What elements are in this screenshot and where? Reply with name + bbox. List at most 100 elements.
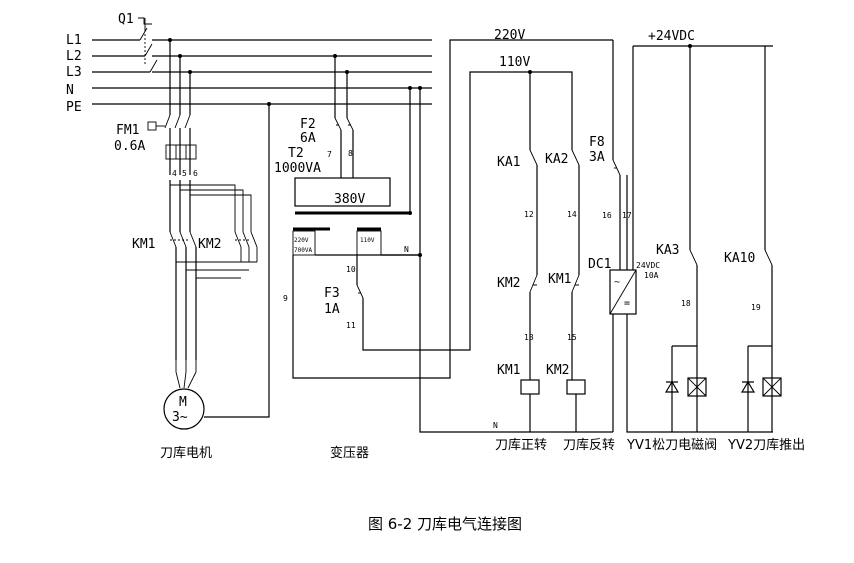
bus-label-l2: L2 [66,49,82,64]
fm1-label: FM1 [116,123,139,138]
yv1-solenoid-icon [687,377,707,397]
km2-interlock-label: KM2 [497,276,520,291]
km1-contacts [169,231,197,248]
motor-phase: 3~ [172,410,188,425]
km2-coil-icon [566,379,586,395]
motor-branch: FM1 0.6A 4 5 6 KM1 KM2 M 3~ 刀库电机 [114,38,271,461]
caption-fwd: 刀库正转 [495,437,547,453]
ka1-ka2-contacts [529,149,580,166]
caption-transformer: 变压器 [330,445,369,461]
power-buses: L1 L2 L3 N PE [66,33,432,115]
km1-interlock-label: KM1 [548,272,571,287]
term-19: 19 [751,303,761,312]
dc1-rating: 10A [644,271,659,280]
neutral-return-wire [419,88,613,433]
caption-yv1: YV1松刀电磁阀 [626,438,717,453]
q1-label: Q1 [118,12,134,27]
term-9: 9 [283,294,288,303]
q1-blades [139,18,158,73]
q1-switch: Q1 [118,12,158,73]
km2-label: KM2 [198,237,221,252]
f3-label: F3 [324,286,340,301]
f2-fuse-icon [334,117,354,131]
motor-pe-wire [204,104,270,418]
km1-coil-icon [520,379,540,395]
f3-rating: 1A [324,302,340,317]
dc-circuit: +24VDC KA3 KA10 18 19 YV1松刀电磁阀 YV2刀库推出 [626,29,805,453]
f8-fuse-icon [612,159,621,176]
term-15: 15 [567,333,577,342]
t2-label: T2 [288,146,304,161]
transformer-section: F2 6A 7 8 T2 1000VA 380V 220V 700VA 110V… [274,39,613,461]
term-10: 10 [346,265,356,274]
bus-input-wires [92,39,150,73]
yv2-diode-icon [740,380,756,393]
t2-primary-voltage: 380V [334,192,365,207]
control-circuit: 220V 110V KA1 KA2 12 14 KM2 KM1 13 15 KM… [493,28,773,453]
f8-label: F8 [589,135,605,150]
fm1-rating: 0.6A [114,139,145,154]
fm1-blades [164,114,191,129]
t2-rating: 1000VA [274,161,321,176]
term-12: 12 [524,210,534,219]
km2-contacts [234,231,258,248]
bus-l-wires [152,39,432,73]
term-18: 18 [681,299,691,308]
interlock-contacts [529,274,580,293]
dc1-converter-icon [609,269,637,315]
fm1-operator-icon [147,121,157,131]
t2-secondary-220: 220V [294,237,309,244]
bus-label-l1: L1 [66,33,82,48]
f2-rating: 6A [300,131,316,146]
fm1-term-6: 6 [193,169,198,178]
caption-rev: 刀库反转 [563,437,615,453]
reversing-wires [176,261,257,279]
f3-fuse-icon [356,284,364,299]
ka10-label: KA10 [724,251,755,266]
bus-label-l3: L3 [66,65,82,80]
bus-n-pe-wires [92,87,432,105]
term-16: 16 [602,211,612,220]
bus-label-n: N [66,83,74,98]
label-110v: 110V [499,55,530,70]
wire-220-circuit [292,39,613,379]
fm1-term-5: 5 [182,169,187,178]
q1-operator [138,17,152,25]
ka3-label: KA3 [656,243,679,258]
motor-symbol: M [179,395,187,410]
dc1-label: DC1 [588,257,611,272]
svg-text:~: ~ [614,277,620,288]
wire-110-circuit [362,71,530,351]
ka3-ka10-contacts [689,249,773,266]
t2-secondary-220-va: 700VA [294,247,312,254]
term-8: 8 [348,149,353,158]
control-n-label: N [493,421,498,430]
term-13: 13 [524,333,534,342]
ka2-label: KA2 [545,152,568,167]
term-14: 14 [567,210,577,219]
yv1-diode-icon [664,380,680,393]
fm1-feed-wires [169,40,191,115]
ka1-label: KA1 [497,155,520,170]
fm1-term-4: 4 [172,169,177,178]
term-11: 11 [346,321,356,330]
label-24vdc: +24VDC [648,29,695,44]
term-7: 7 [327,150,332,159]
motor-icon [163,388,205,430]
f2-label: F2 [300,117,316,132]
yv2-solenoid-icon [762,377,782,397]
label-220v: 220V [494,28,525,43]
t2-primary-box [294,177,391,207]
svg-text:=: = [624,298,630,309]
caption-yv2: YV2刀库推出 [727,437,805,453]
figure-title: 图 6-2 刀库电气连接图 [368,515,522,533]
motor-feed-wires [175,262,197,360]
dc1-output: 24VDC [636,261,660,270]
km1-label: KM1 [132,237,155,252]
coil-km2-label: KM2 [546,363,569,378]
t2-secondary-110: 110V [360,237,375,244]
km2-feed-wires [170,184,252,232]
caption-motor: 刀库电机 [160,445,212,461]
t2-secondary-220-box [292,230,316,256]
